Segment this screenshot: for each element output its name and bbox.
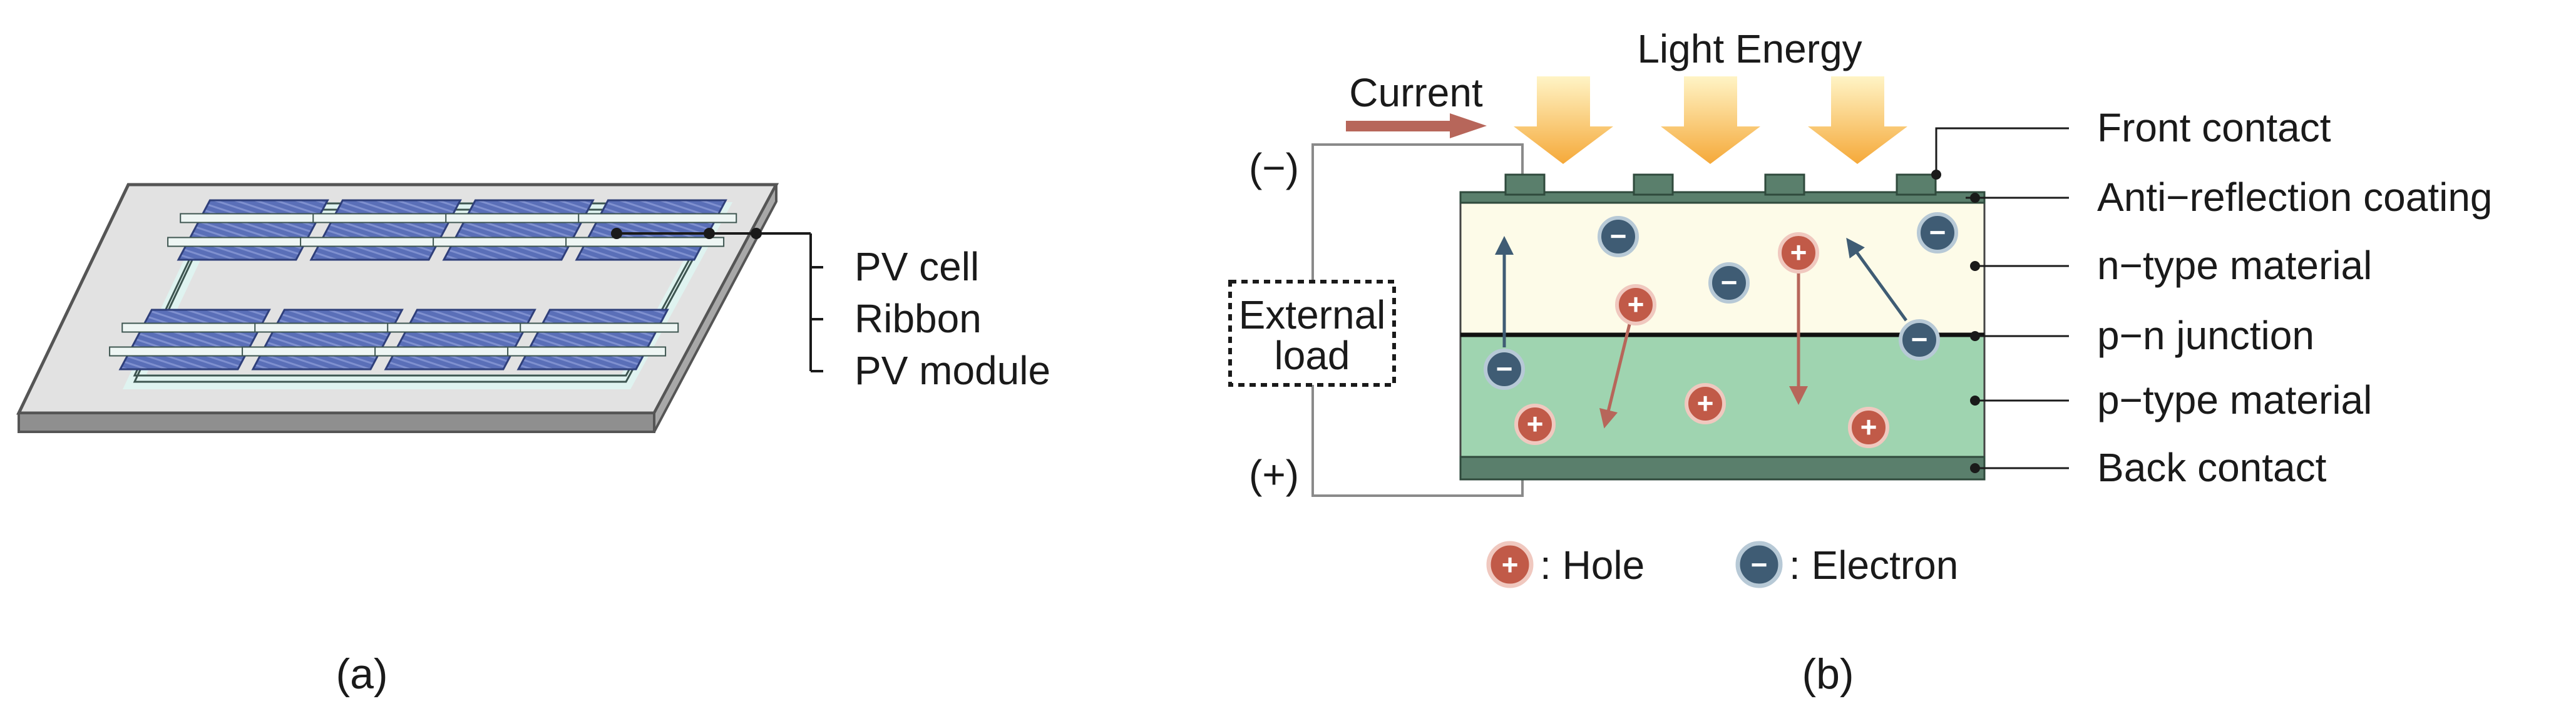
back-contact: [1459, 456, 1986, 481]
layer-leaders: [1931, 127, 2069, 473]
terminal-positive: (+): [1249, 452, 1299, 497]
svg-text:−: −: [1496, 352, 1513, 385]
svg-text:−: −: [1751, 548, 1768, 581]
panel-a-leaders: [611, 228, 823, 372]
hole-plus-icon: +: [1615, 284, 1656, 325]
hole-plus-icon: +: [1685, 383, 1726, 424]
label-front-contact: Front contact: [2097, 105, 2331, 150]
charge-carriers: −−−−−+++++: [1484, 212, 1958, 448]
sun-rays: [1514, 76, 1907, 164]
caption-b: (b): [1802, 650, 1854, 698]
label-n-type: n−type material: [2097, 243, 2372, 288]
legend: + : Hole − : Electron: [1486, 541, 1958, 588]
caption-a: (a): [336, 650, 387, 698]
electron-minus-icon: −: [1735, 541, 1783, 588]
ribbon-tab: [578, 213, 737, 223]
hole-plus-icon: +: [1514, 404, 1556, 445]
svg-text:−: −: [1610, 220, 1627, 252]
electron-minus-icon: −: [1598, 216, 1639, 257]
label-anti-reflection: Anti−reflection coating: [2097, 175, 2493, 220]
hole-plus-icon: +: [1848, 407, 1889, 448]
pv-cell-array: [109, 199, 737, 371]
external-load-line2: load: [1275, 333, 1350, 378]
sun-ray-arrow-icon: [1808, 76, 1907, 164]
current-label: Current: [1349, 70, 1483, 115]
svg-text:−: −: [1911, 323, 1928, 355]
electron-minus-icon: −: [1917, 212, 1958, 253]
hole-plus-icon: +: [1486, 541, 1534, 588]
label-pv-module: PV module: [854, 348, 1050, 393]
panel-b: Light Energy Current (−) (+) External lo…: [1228, 26, 2493, 698]
label-ribbon: Ribbon: [854, 296, 982, 341]
legend-electron-label: : Electron: [1789, 543, 1958, 588]
svg-text:+: +: [1502, 548, 1519, 581]
current-arrow: [1346, 113, 1487, 138]
svg-text:+: +: [1527, 407, 1544, 440]
electron-minus-icon: −: [1899, 319, 1940, 360]
legend-hole-label: : Hole: [1540, 543, 1645, 588]
external-load-line1: External: [1239, 292, 1386, 337]
carrier-arrows: [1495, 236, 1908, 429]
electron-minus-icon: −: [1484, 349, 1525, 390]
external-load-box: External load: [1228, 280, 1396, 387]
label-p-type: p−type material: [2097, 377, 2372, 422]
svg-text:+: +: [1790, 236, 1807, 268]
ribbon-tab: [507, 346, 667, 357]
ribbon-tab: [565, 237, 725, 247]
electron-minus-icon: −: [1708, 262, 1750, 304]
svg-text:−: −: [1721, 266, 1738, 299]
sun-ray-arrow-icon: [1661, 76, 1760, 164]
svg-text:+: +: [1860, 411, 1877, 443]
terminal-negative: (−): [1249, 145, 1299, 190]
hole-plus-icon: +: [1778, 232, 1819, 274]
sun-ray-arrow-icon: [1514, 76, 1613, 164]
svg-text:+: +: [1697, 387, 1714, 419]
electron-arrow: [1846, 237, 1908, 322]
svg-text:+: +: [1628, 288, 1645, 320]
ribbon-tab: [520, 322, 679, 333]
label-pv-cell: PV cell: [854, 244, 979, 289]
hole-arrow: [1599, 319, 1633, 429]
light-energy-title: Light Energy: [1637, 26, 1862, 71]
svg-text:−: −: [1929, 216, 1946, 248]
front-contact-fingers: [1504, 173, 1937, 196]
panel-a: PV cell Ribbon PV module (a): [16, 183, 1050, 698]
label-pn-junction: p−n junction: [2097, 313, 2314, 358]
label-back-contact: Back contact: [2097, 445, 2327, 490]
